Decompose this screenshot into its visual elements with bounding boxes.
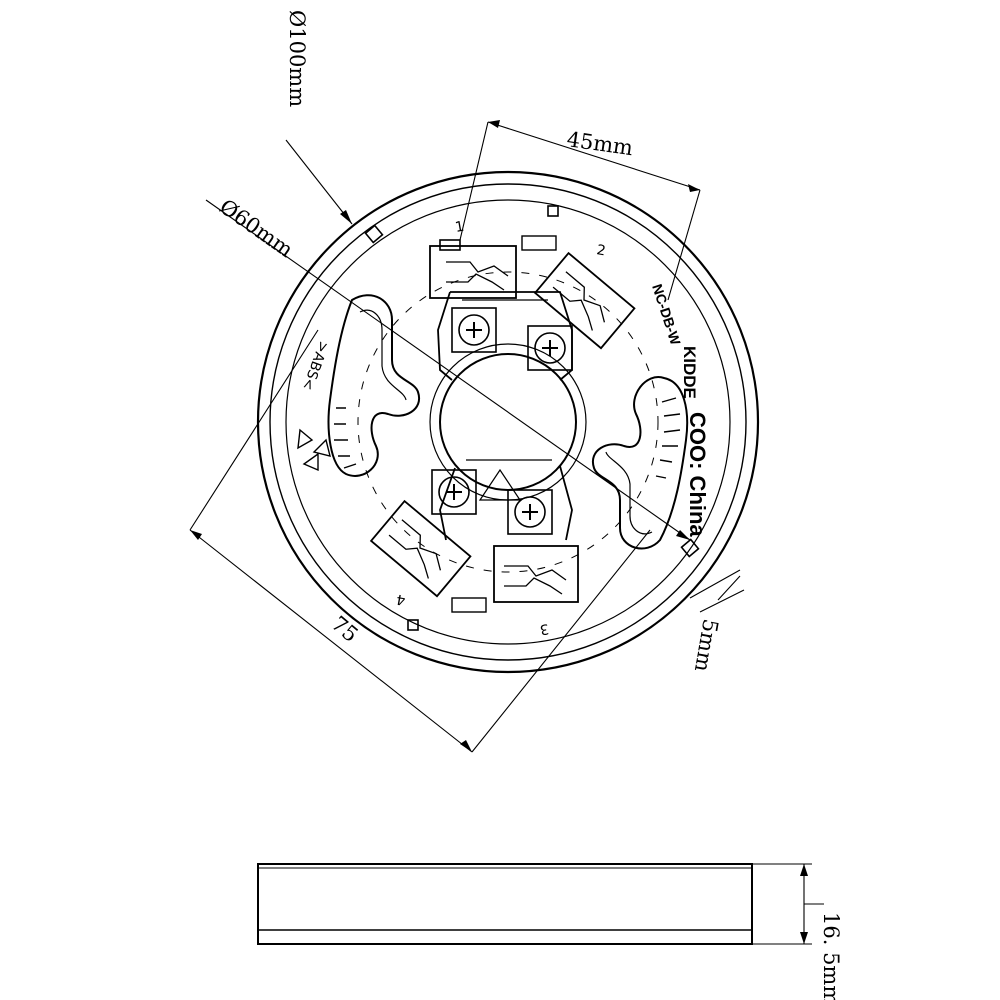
terminal-frame-inner bbox=[462, 299, 552, 501]
rim-notch bbox=[547, 205, 559, 217]
outer-rim-inner bbox=[269, 183, 747, 661]
right-mounting-slot bbox=[591, 376, 689, 550]
terminal-screw-housing-2 bbox=[527, 325, 573, 371]
terminal-screw-housing-1 bbox=[451, 307, 497, 353]
terminal-screw-housing-3 bbox=[507, 489, 553, 535]
terminal-screw-2 bbox=[534, 332, 566, 364]
link-pad-bottom bbox=[451, 597, 487, 613]
terminal-label-3: 3 bbox=[539, 620, 551, 637]
arrowheads bbox=[190, 120, 700, 752]
outer-diameter-label: Ø100mm bbox=[285, 10, 309, 107]
reference-circle bbox=[357, 271, 659, 573]
origin-marking: COO: China bbox=[685, 412, 710, 537]
model-marking: NC-DB-W bbox=[649, 282, 684, 348]
side-view bbox=[257, 863, 824, 945]
rim-step bbox=[285, 199, 731, 645]
left-slot-ribs bbox=[334, 407, 357, 469]
side-body bbox=[257, 863, 753, 945]
terminal-spacing-line bbox=[459, 121, 701, 301]
side-base-flange bbox=[258, 929, 752, 945]
height-label: 16. 5mm bbox=[819, 912, 843, 1000]
rim-notch bbox=[407, 619, 419, 631]
material-marking: >ABS< bbox=[299, 339, 332, 393]
terminal-screw-3 bbox=[514, 496, 546, 528]
terminal-block-1 bbox=[429, 239, 517, 353]
terminal-block-2 bbox=[533, 251, 636, 350]
terminal-screw-1 bbox=[458, 314, 490, 346]
inner-diameter-line bbox=[205, 199, 691, 541]
inner-diameter-label: Ø60mm bbox=[215, 194, 297, 262]
right-slot-ribs bbox=[655, 397, 681, 479]
terminal-block-4 bbox=[369, 499, 472, 598]
terminal-screw-4 bbox=[438, 476, 470, 508]
terminal-screw-housing-4 bbox=[431, 469, 477, 515]
rim-notch bbox=[680, 538, 700, 558]
terminal-label-1: 1 bbox=[454, 219, 466, 236]
link-pad-top bbox=[521, 235, 557, 251]
edge-offset-line bbox=[689, 569, 745, 613]
terminal-label-2: 2 bbox=[595, 242, 607, 259]
left-slot-inner bbox=[359, 309, 407, 401]
terminal-spacing-label: 45mm bbox=[565, 127, 634, 160]
mounting-spacing-line bbox=[189, 329, 651, 753]
terminal-block-3 bbox=[493, 489, 579, 603]
outer-rim bbox=[256, 170, 760, 674]
plan-dimensions bbox=[189, 121, 745, 753]
rim-notch bbox=[364, 224, 384, 244]
plan-view bbox=[256, 170, 760, 674]
brand-marking: KIDDE bbox=[680, 346, 699, 399]
side-arrowheads bbox=[800, 864, 808, 944]
left-mounting-slot bbox=[327, 294, 421, 477]
recycle-icon bbox=[297, 428, 331, 472]
outer-diameter-leader bbox=[285, 139, 353, 225]
terminal-label-4: 4 bbox=[395, 590, 407, 607]
edge-offset-label: 5mm bbox=[690, 617, 723, 674]
right-slot-inner bbox=[605, 451, 653, 535]
